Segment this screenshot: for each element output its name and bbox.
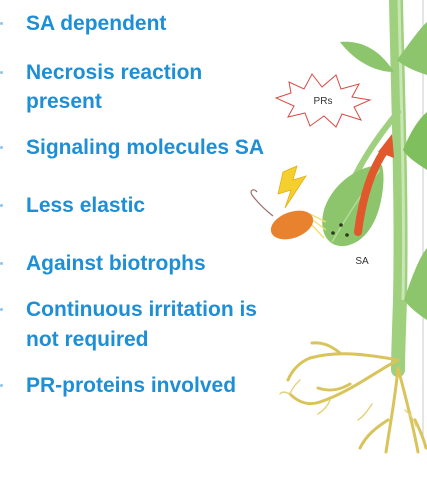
bullet-dot — [0, 22, 3, 25]
plant-stem — [389, 0, 408, 377]
infection-dot — [345, 233, 349, 237]
bullet-dot — [0, 308, 3, 311]
ray — [309, 213, 327, 223]
bullet-dot — [0, 204, 3, 207]
bullet-text: SA dependent — [26, 12, 167, 35]
signal-arrow-head — [378, 134, 394, 158]
leaf-top-right — [397, 22, 427, 75]
infection-dot — [339, 223, 343, 227]
bullet-text: Against biotrophs — [26, 252, 206, 275]
bullet-text-line-2: present — [26, 90, 102, 113]
sa-label: SA — [355, 256, 369, 267]
bullet-list: SA dependent Necrosis reaction present S… — [0, 12, 265, 397]
bullet-dot — [0, 384, 3, 387]
leaf-upper-left — [340, 41, 394, 72]
stem-highlight — [397, 0, 406, 301]
bullet-text-line-1: Continuous irritation is — [26, 298, 257, 321]
bullet-dot — [0, 71, 3, 74]
lightning-bolt — [277, 165, 307, 209]
plant-roots — [286, 341, 427, 454]
pathogen — [270, 210, 314, 240]
fine-roots — [279, 379, 417, 427]
leaf-right — [403, 112, 427, 170]
infection-dot — [331, 231, 335, 235]
bullet-dot — [0, 262, 3, 265]
signal-arrow-shaft — [354, 146, 389, 236]
bullet-text: PR-proteins involved — [26, 374, 237, 397]
bullet-text-line-2: not required — [26, 328, 149, 351]
bullet-text: Signaling molecules SA — [26, 136, 265, 159]
bullet-text-line-1: Necrosis reaction — [26, 61, 203, 84]
prs-label: PRs — [314, 96, 333, 107]
bullet-text: Less elastic — [26, 194, 146, 217]
leaf-lower-right — [404, 248, 427, 320]
prs-burst — [274, 73, 372, 128]
bullet-dot — [0, 146, 3, 149]
pathogen-flagellum — [250, 189, 274, 217]
